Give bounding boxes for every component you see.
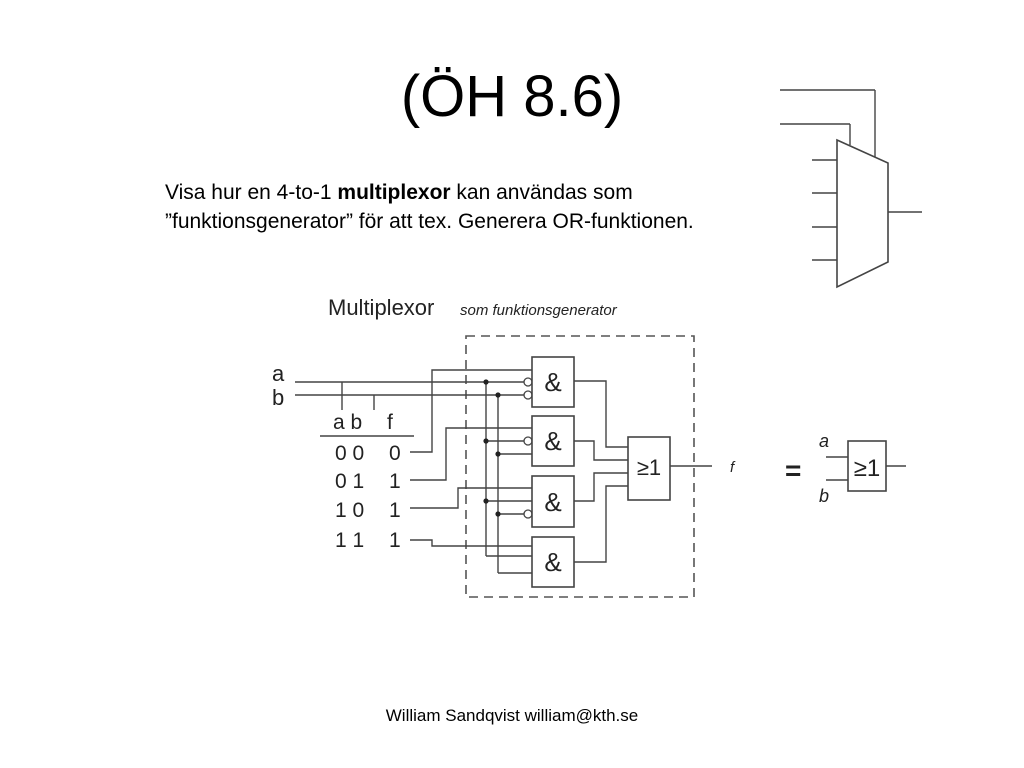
and-gate-2: &	[531, 415, 575, 467]
truth-table-row-2-ab: 1 0	[335, 499, 364, 522]
intro-text: Visa hur en 4-to-1 multiplexor kan använ…	[165, 178, 825, 236]
and-gate-3-symbol: &	[544, 487, 561, 517]
and-gate-4: &	[531, 536, 575, 588]
input-label-b: b	[272, 385, 284, 410]
diagram-subheading: som funktionsgenerator	[460, 302, 618, 319]
input-label-a: a	[272, 361, 285, 386]
and-gate-2-symbol: &	[544, 426, 561, 456]
or-gate-symbol: ≥1	[637, 455, 661, 480]
slide-title: (ÖH 8.6)	[400, 64, 624, 129]
truth-table-row-1-f: 1	[389, 470, 401, 493]
mux-boundary	[465, 335, 695, 598]
and-gate-3: &	[531, 475, 575, 528]
mux-body	[836, 138, 889, 289]
truth-table-row-0-f: 0	[389, 442, 401, 465]
intro-line-2: ”funktionsgenerator” för att tex. Genere…	[165, 210, 694, 233]
truth-table-row-2-f: 1	[389, 499, 401, 522]
eq-input-label-b: b	[819, 486, 829, 506]
truth-table-row-3-f: 1	[389, 529, 401, 552]
truth-table-row-3-ab: 1 1	[335, 529, 364, 552]
intro-part-1: Visa hur en 4-to-1	[165, 181, 338, 204]
footer-text: William Sandqvist william@kth.se	[385, 706, 639, 725]
truth-table-row-0-ab: 0 0	[335, 442, 364, 465]
equivalent-or-gate: a b ≥1	[819, 431, 906, 506]
eq-input-label-a: a	[819, 431, 829, 451]
truth-table-header-ab: a b	[333, 411, 362, 434]
and-gate-4-symbol: &	[544, 547, 561, 577]
truth-table-row-1-ab: 0 1	[335, 470, 364, 493]
and-gate-1: &	[531, 356, 575, 408]
truth-table: a b f 0 0 0 0 1 1 1 0 1 1 1 1	[320, 411, 414, 552]
equals-sign: =	[785, 455, 801, 486]
or-gate: ≥1	[627, 436, 671, 501]
intro-bold-term: multiplexor	[337, 181, 451, 204]
and-gate-1-symbol: &	[544, 367, 561, 397]
mux-symbol	[780, 89, 922, 289]
diagram-heading: Multiplexor	[328, 295, 434, 320]
intro-line-1: Visa hur en 4-to-1 multiplexor kan använ…	[165, 178, 825, 207]
truth-table-header-f: f	[387, 411, 393, 434]
eq-gate-symbol: ≥1	[854, 455, 881, 482]
intro-part-2: kan användas som	[450, 181, 633, 204]
output-label-f: f	[730, 459, 736, 476]
